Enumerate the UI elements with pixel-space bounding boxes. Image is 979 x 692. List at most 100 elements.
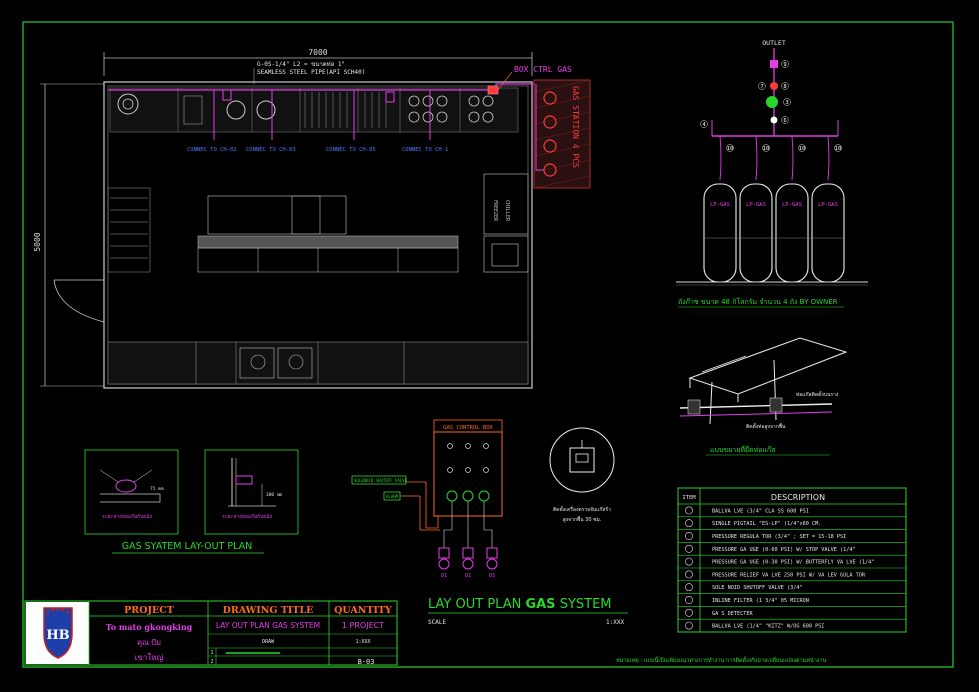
- legend-item-symbol: [685, 583, 693, 592]
- riser-tags: 9 7 8 3 6 4 10 10 10 10: [700, 60, 842, 152]
- tag-10a: 10: [727, 146, 734, 152]
- company-logo: HB: [46, 628, 69, 643]
- legend-row-text: PRESSURE REGULA TOR (3/4" ; SET = 15-18 …: [712, 534, 846, 540]
- legend-header-desc: DESCRIPTION: [771, 493, 825, 502]
- gas-cylinders: LP-GAS LP-GAS LP-GAS LP-GAS: [676, 183, 868, 286]
- legend-item-symbol: [685, 570, 693, 579]
- pipe-note-1: G-0S-1/4" L2 = ขนาดท่อ 1": [257, 61, 345, 68]
- layout-title-c: SYSTEM: [556, 597, 612, 612]
- chiller-label: CHILLER: [504, 200, 510, 222]
- pipe-note-2: SEAMLESS STEEL PIPE(API SCH40): [257, 69, 365, 76]
- layout-plan-title: LAY OUT PLAN GAS SYSTEM SCALE 1:XXX: [428, 597, 628, 626]
- legend-row-text: GA S DETECTER: [712, 611, 753, 617]
- detail-left-caption: ระยะห่างท่อแก๊สกับผนัง: [102, 513, 153, 520]
- dim-height-label: 5000: [33, 232, 42, 251]
- tag-7: 7: [760, 84, 763, 90]
- detail-right-caption: ระยะห่างท่อแก๊สกับผนัง: [222, 513, 273, 520]
- cylinder-label-3: LP-GAS: [782, 202, 802, 208]
- legend-row-text: BALLVA LVE (1/4" "KITZ" W/OG 600 PSI: [712, 624, 824, 630]
- tag-10d: 10: [835, 146, 842, 152]
- legend-item-symbol: [685, 557, 693, 566]
- quantity-label: QUANTITY: [334, 605, 392, 616]
- legend-header-item: ITEM: [682, 495, 696, 501]
- project-name: To mato gkongking: [106, 622, 193, 632]
- wall-detail-right: 300 mm ระยะห่างท่อแก๊สกับผนัง: [204, 449, 299, 535]
- legend-table: ITEM DESCRIPTION BALLVA LVE (3/4" CLA SS…: [677, 487, 907, 633]
- legend-row-text: PRESSURE GA UGE (0-60 PSI) W/ STOP VALVE…: [712, 547, 856, 553]
- legend-row-text: BALLVA LVE (3/4" CLA SS 600 PSI: [712, 508, 809, 514]
- detail-right-dim: 300 mm: [266, 492, 283, 498]
- scale-value: 1:XXX: [606, 619, 624, 626]
- tag-9: 9: [783, 62, 786, 68]
- support-detail-caption: แบบขยายที่ยึดท่อแก๊ส: [710, 445, 776, 454]
- project-location: เขาใหญ่: [135, 653, 164, 662]
- row-num-2: 2: [210, 659, 213, 665]
- drawing-title-label: DRAWING TITLE: [223, 605, 314, 616]
- layout-title-a: LAY OUT PLAN: [428, 597, 525, 612]
- legend-item-symbol: [685, 519, 693, 528]
- tag-8: 8: [783, 84, 786, 90]
- tag-3: 3: [785, 100, 788, 106]
- legend-item-symbol: [685, 532, 693, 540]
- freezer-label: FREEZER: [492, 200, 498, 222]
- alarm-label: ALARM: [386, 494, 399, 499]
- legend-item-symbol: [685, 596, 693, 604]
- support-detail: ท่อแก๊สติดตั้งบนราง ติดตั้งท่อสูงจากพื้น…: [679, 337, 848, 456]
- row-num-1: 1: [210, 650, 213, 656]
- outlet-label: OUTLET: [762, 39, 786, 47]
- connection-label-4: CONNEC TO CH-1: [402, 147, 448, 153]
- cylinder-label-1: LP-GAS: [710, 202, 730, 208]
- footnote: หมายเหตุ : แบบนี้เป็นเพียงแนวทางการทำงาน…: [616, 656, 827, 664]
- gas-control-box: GAS CONTROL BOX D1 D2 D3 SOLENOID S: [351, 419, 503, 579]
- tag-10c: 10: [799, 146, 806, 152]
- legend-item-symbol: [685, 544, 693, 553]
- box-ctrl-gas-label: BOX CTRL GAS: [514, 65, 572, 74]
- project-sub: คุณ บีม: [137, 638, 161, 647]
- gas-detector-detail: ติดตั้งเครื่องตรวจจับแก๊สรั่ว สูงจากพื้น…: [549, 427, 615, 523]
- solenoid-label: SOLENOID SHUTOFF VALVE: [354, 478, 408, 483]
- sheet-number: B-03: [358, 658, 375, 666]
- drawing-title: LAY OUT PLAN GAS SYSTEM: [216, 621, 320, 630]
- cylinder-label-4: LP-GAS: [818, 202, 838, 208]
- connection-label-2: CONNEC TO CH-03: [246, 147, 296, 153]
- legend-item-symbol: [685, 608, 693, 617]
- detail-left-dim: 75 mm: [150, 486, 164, 492]
- control-box-title: GAS CONTROL BOX: [443, 425, 493, 431]
- detector-d1: D1: [441, 573, 447, 579]
- cylinder-label-2: LP-GAS: [746, 202, 766, 208]
- legend-row-text: SOLE NOID SHUTOFF VALVE (3/4": [712, 585, 803, 591]
- sheet-border: [22, 21, 954, 668]
- legend-row-text: PRESSURE GA UGE (0-30 PSI) W/ BUTTERFLY …: [712, 560, 874, 566]
- connection-label-3: CONNEC TO CH-05: [326, 147, 376, 153]
- tag-10b: 10: [763, 146, 770, 152]
- detector-note-1: ติดตั้งเครื่องตรวจจับแก๊สรั่ว: [553, 504, 611, 513]
- gas-station-label: GAS STATION 4 PCS: [571, 86, 580, 168]
- connection-label-1: CONNEC TO CH-02: [187, 147, 237, 153]
- riser-diagram: OUTLET 9 7 8 3 6 4 10 10 10 10: [676, 39, 868, 308]
- legend-item-symbol: [685, 621, 693, 630]
- gas-layout-subtitle: GAS SYATEM LAY-OUT PLAN: [122, 541, 253, 552]
- project-label: PROJECT: [124, 605, 174, 616]
- tag-6: 6: [783, 118, 786, 124]
- owner-note: ถังก๊าซ ขนาด 48 กิโลกรัม จำนวน 4 ถัง BY …: [678, 297, 838, 306]
- detector-note-2: สูงจากพื้น 30 ซม.: [563, 514, 602, 523]
- title-block: HB PROJECT DRAWING TITLE QUANTITY To mat…: [24, 600, 398, 666]
- draw-by: DRAW: [262, 639, 275, 645]
- scale-value-tb: 1:XXX: [355, 639, 370, 645]
- floor-plan: 7000 5000: [33, 48, 572, 389]
- legend-row-text: PRESSURE RELIEF VA LVE 250 PSI W/ VA LEV…: [712, 572, 866, 578]
- tag-4: 4: [702, 122, 706, 128]
- legend-row-text: INLINE FILTER (1 3/4" 05 MICRON: [712, 598, 809, 604]
- svg-text:LAY OUT PLAN GAS SYSTEM: LAY OUT PLAN GAS SYSTEM: [428, 597, 612, 612]
- layout-title-b: GAS: [525, 597, 555, 612]
- gas-station-cabinet: GAS STATION 4 PCS: [533, 79, 591, 189]
- quantity-value: 1 PROJECT: [342, 621, 384, 630]
- legend-item-symbol: [685, 506, 693, 515]
- support-note-2: ติดตั้งท่อสูงจากพื้น: [746, 421, 786, 430]
- wall-detail-left: 75 mm ระยะห่างท่อแก๊สกับผนัง: [84, 449, 179, 535]
- detector-d3: D3: [489, 573, 495, 579]
- dim-width-label: 7000: [308, 48, 327, 57]
- detector-d2: D2: [465, 573, 471, 579]
